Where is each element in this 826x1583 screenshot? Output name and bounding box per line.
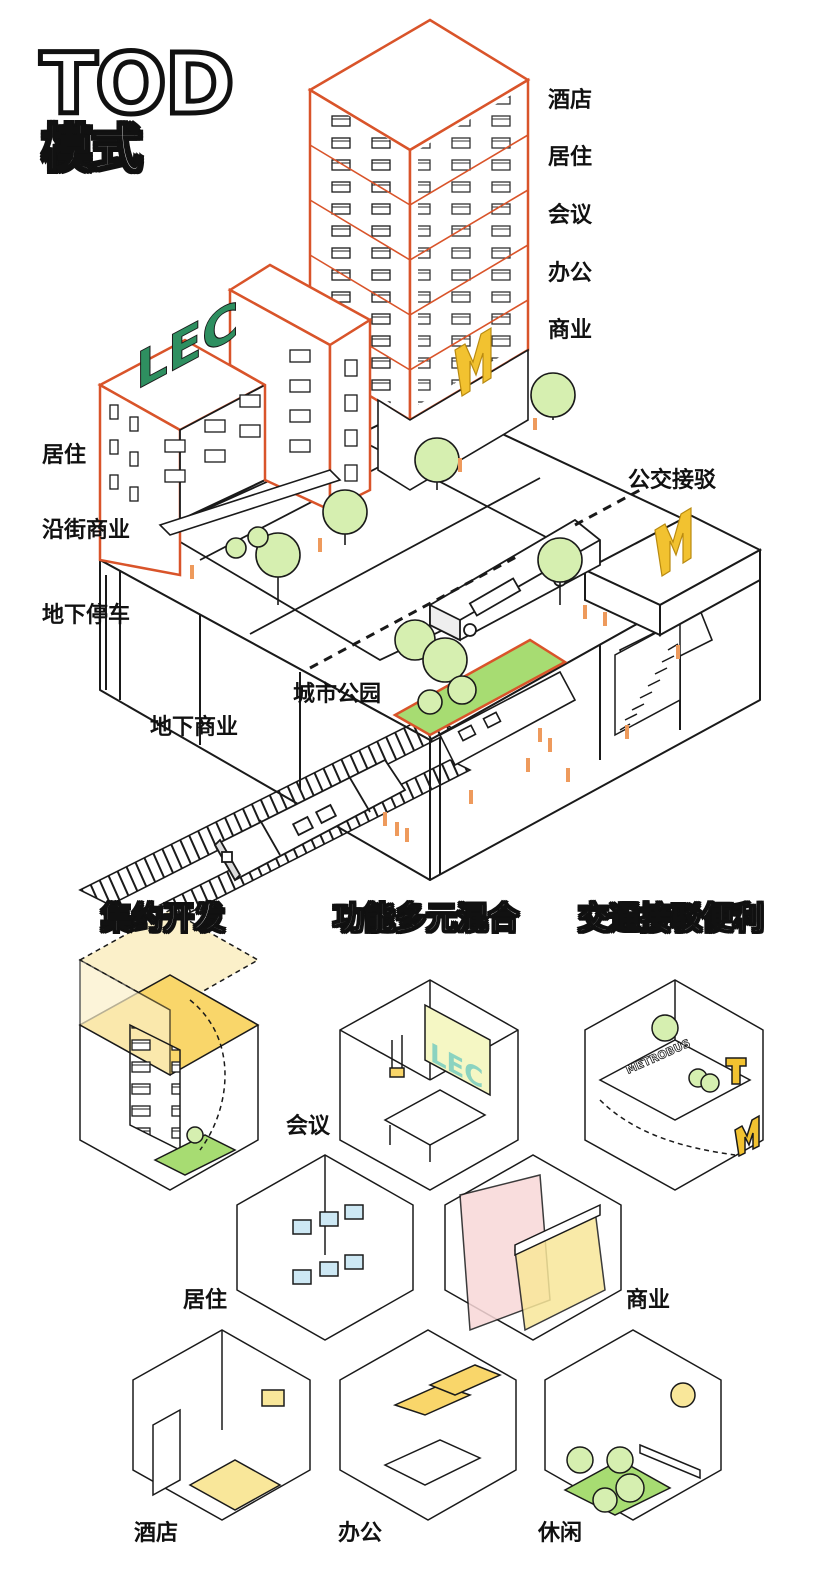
tree bbox=[417, 689, 443, 715]
cube-office bbox=[339, 1329, 517, 1521]
metro-sign-tower bbox=[454, 326, 492, 397]
tree bbox=[592, 1487, 618, 1513]
tree bbox=[447, 675, 477, 705]
function-label-retail: 商业 bbox=[626, 1288, 671, 1313]
person bbox=[538, 728, 542, 742]
concept-mixed-functions: 功能多元混合 bbox=[332, 901, 519, 937]
person bbox=[603, 612, 607, 626]
function-label-meeting: 会议 bbox=[286, 1114, 331, 1139]
person bbox=[625, 725, 629, 739]
tree bbox=[247, 526, 269, 548]
label-underground-retail: 地下商业 bbox=[150, 715, 239, 740]
person bbox=[676, 645, 680, 659]
tower-label-office: 办公 bbox=[548, 261, 593, 286]
tree bbox=[606, 1446, 634, 1474]
cube-retail bbox=[444, 1154, 622, 1341]
person bbox=[526, 758, 530, 772]
cube-intensive-development bbox=[78, 909, 260, 1191]
person bbox=[395, 822, 399, 836]
function-label-residential: 居住 bbox=[183, 1288, 228, 1313]
tower-label-retail: 商业 bbox=[548, 318, 593, 343]
tree bbox=[322, 489, 368, 535]
metro-train-front bbox=[213, 758, 407, 882]
cube-hotel bbox=[132, 1329, 311, 1521]
concept-transit-connection: 交通接驳便利 bbox=[577, 901, 764, 937]
label-street-retail: 沿街商业 bbox=[42, 518, 131, 543]
title-sub: 模式 bbox=[41, 120, 143, 178]
person bbox=[583, 605, 587, 619]
tree bbox=[414, 437, 460, 483]
person bbox=[533, 418, 537, 430]
tree bbox=[615, 1473, 645, 1503]
tree bbox=[530, 372, 576, 418]
cube-transit bbox=[584, 979, 764, 1191]
cube-residential bbox=[236, 1154, 414, 1341]
trees bbox=[225, 372, 583, 715]
bus-transfer-route bbox=[309, 488, 641, 670]
function-label-hotel: 酒店 bbox=[134, 1521, 179, 1546]
metro-sign-station bbox=[654, 506, 692, 577]
person bbox=[469, 790, 473, 804]
label-bus-transfer: 公交接驳 bbox=[628, 468, 717, 493]
concept-intensive-development: 集约开发 bbox=[100, 901, 225, 937]
person bbox=[548, 738, 552, 752]
function-label-leisure: 休闲 bbox=[538, 1521, 583, 1546]
label-underground-parking: 地下停车 bbox=[42, 603, 131, 628]
title-main: TOD bbox=[37, 35, 236, 133]
metro-station bbox=[582, 513, 763, 637]
tower-label-residential: 居住 bbox=[548, 145, 593, 170]
tree bbox=[566, 1446, 594, 1474]
person bbox=[458, 458, 462, 472]
person bbox=[405, 828, 409, 842]
tower-label-hotel: 酒店 bbox=[548, 88, 593, 113]
person bbox=[383, 812, 387, 826]
tree bbox=[422, 637, 468, 683]
tree bbox=[225, 537, 247, 559]
sun-icon bbox=[670, 1382, 696, 1408]
people bbox=[190, 418, 680, 842]
function-label-office: 办公 bbox=[338, 1521, 383, 1546]
tree bbox=[255, 532, 301, 578]
person bbox=[566, 768, 570, 782]
person bbox=[190, 565, 194, 579]
label-residential: 居住 bbox=[42, 443, 87, 468]
cube-leisure bbox=[544, 1329, 722, 1521]
label-city-park: 城市公园 bbox=[293, 682, 382, 707]
cube-meeting bbox=[339, 979, 519, 1191]
tower-label-meeting: 会议 bbox=[548, 203, 593, 228]
residential-block bbox=[97, 263, 373, 577]
person bbox=[318, 538, 322, 552]
tree bbox=[537, 537, 583, 583]
